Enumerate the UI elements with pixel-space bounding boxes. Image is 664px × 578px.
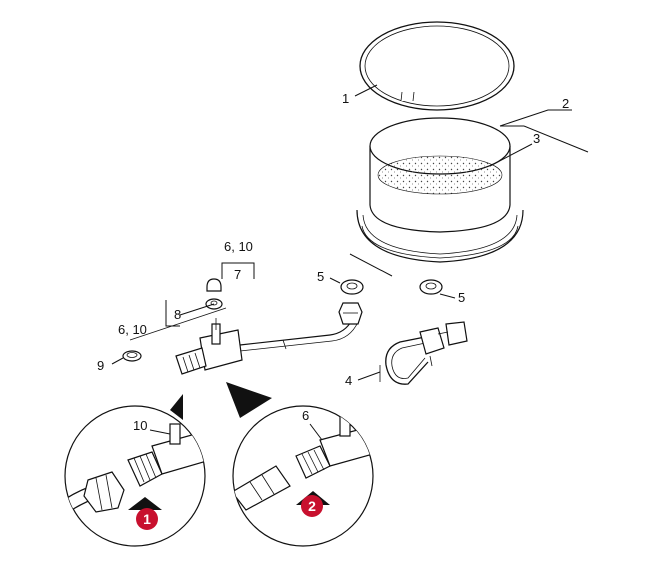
label-1: 1 xyxy=(342,91,349,106)
label-8: 8 xyxy=(174,307,181,322)
detail-arrow-right xyxy=(226,382,272,418)
label-10-detail: 10 xyxy=(133,418,147,433)
part-4-loop-pipe xyxy=(385,321,468,385)
part-1-split-ring xyxy=(359,21,515,111)
label-6-10-left: 6, 10 xyxy=(118,322,147,337)
intake-pipe-assembly xyxy=(175,302,363,375)
label-5-right: 5 xyxy=(458,290,465,305)
label-6-detail: 6 xyxy=(302,408,309,423)
part-5-washer-right xyxy=(419,279,443,295)
part-9-o-ring xyxy=(122,350,142,362)
part-7-cap xyxy=(206,278,222,292)
detail-view-2 xyxy=(232,405,374,547)
part-5-washer-left xyxy=(340,279,364,295)
step-badge-2: 2 xyxy=(296,491,330,517)
label-3: 3 xyxy=(533,131,540,146)
callout-brackets-left xyxy=(111,262,255,365)
label-9: 9 xyxy=(97,358,104,373)
callout-lines-top xyxy=(354,84,589,167)
callout-lines-5 xyxy=(329,253,456,299)
label-6-10-top: 6, 10 xyxy=(224,239,253,254)
step-2-number: 2 xyxy=(308,498,316,514)
detail-arrow-left xyxy=(170,394,183,420)
detail-view-1 xyxy=(64,405,206,547)
label-4: 4 xyxy=(345,373,352,388)
label-2: 2 xyxy=(562,96,569,111)
label-5-left: 5 xyxy=(317,269,324,284)
step-badge-1: 1 xyxy=(128,497,162,530)
step-1-number: 1 xyxy=(143,511,151,527)
callout-line-4 xyxy=(357,365,381,382)
part-3-filter-media xyxy=(377,155,503,195)
label-7: 7 xyxy=(234,267,241,282)
